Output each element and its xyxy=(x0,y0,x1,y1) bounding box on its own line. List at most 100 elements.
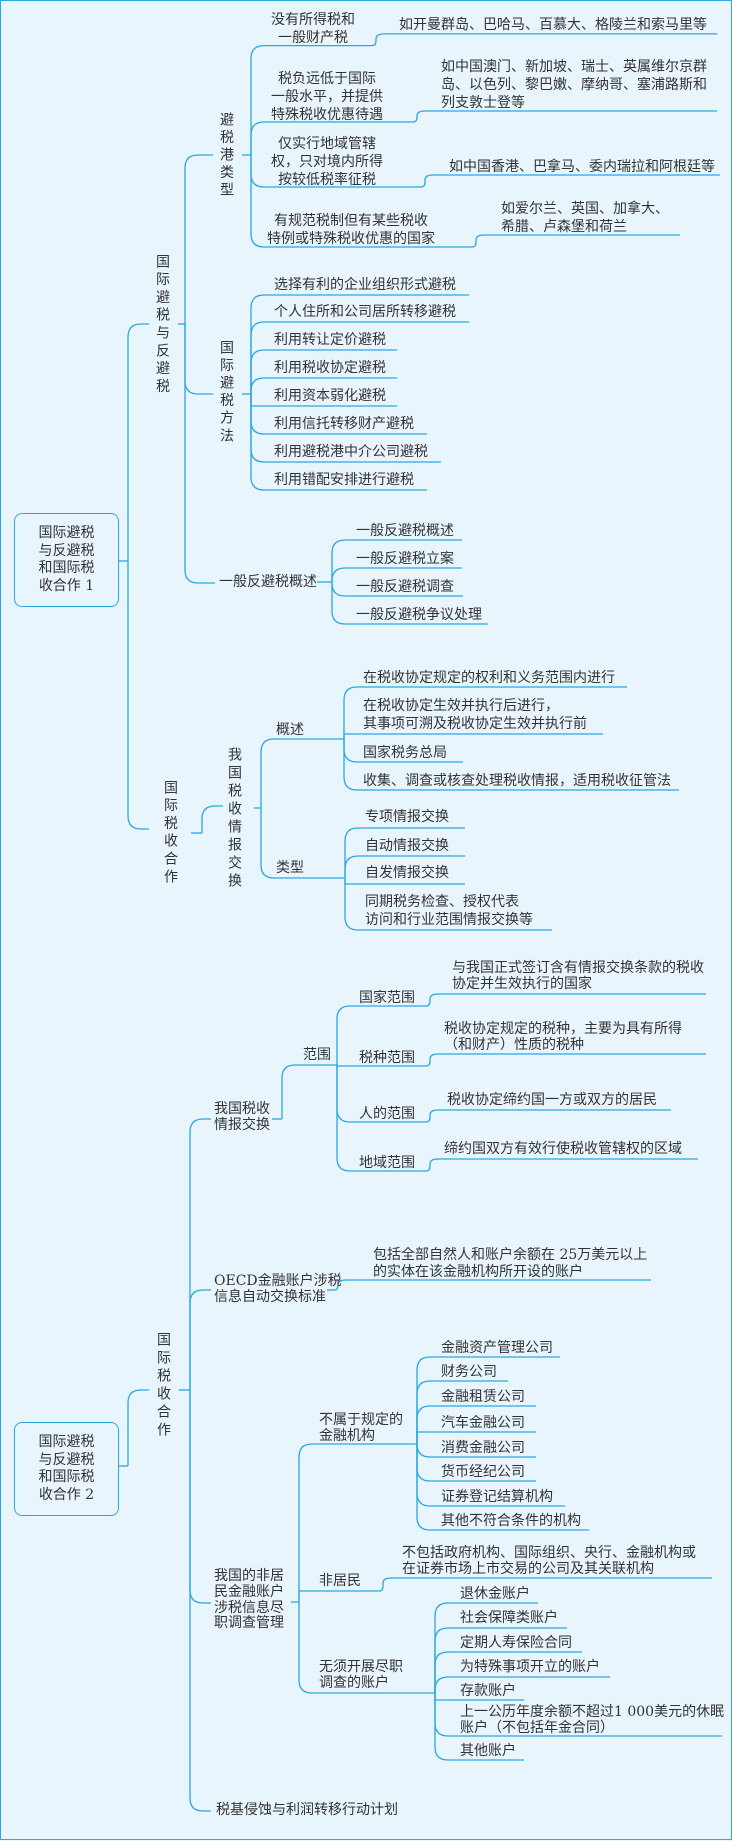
branch-line xyxy=(250,44,372,155)
excluded-institution-item: 消费金融公司 xyxy=(441,1439,525,1456)
branch-line xyxy=(127,323,149,561)
general-item: 一般反避税争议处理 xyxy=(356,606,482,623)
branch-intl-tax-coop-1: 国际税收合作 xyxy=(162,780,178,887)
branch-line xyxy=(425,1109,671,1123)
oecd-desc: 包括全部自然人和账户余额在 25万美元以上 的实体在该金融机构所开设的账户 xyxy=(373,1246,648,1280)
branch-line xyxy=(416,1356,560,1444)
branch-line xyxy=(298,1443,417,1602)
general-item: 一般反避税概述 xyxy=(356,522,454,539)
branch-line xyxy=(250,394,427,491)
excluded-institution-item: 其他不符合条件的机构 xyxy=(441,1512,581,1529)
branch-line xyxy=(127,561,149,830)
branch-line xyxy=(434,1651,582,1693)
branch-line xyxy=(189,1390,211,1604)
general-item: 一般反避税立案 xyxy=(356,550,454,567)
exempt-account-item: 上一公历年度余额不超过1 000美元的休眠 账户（不包括年金合同） xyxy=(460,1704,725,1736)
scope-name: 地域范围 xyxy=(359,1154,415,1171)
branch-line xyxy=(250,321,469,394)
branch-line xyxy=(371,33,717,47)
branch-line xyxy=(471,234,680,248)
exempt-accounts-label: 无须开展尽职 调查的账户 xyxy=(319,1659,403,1691)
branch-line xyxy=(281,1064,337,1119)
branch-line xyxy=(331,582,488,625)
branch-line xyxy=(434,1602,538,1693)
branch-line xyxy=(416,1431,536,1444)
scope-desc: 缔约国双方有效行使税收管辖权的区域 xyxy=(444,1140,682,1157)
branch-line xyxy=(343,686,627,739)
branch-line xyxy=(250,349,397,394)
branch-beps: 税基侵蚀与利润转移行动计划 xyxy=(216,1801,398,1818)
excluded-institution-item: 证券登记结算机构 xyxy=(441,1488,553,1505)
overview-label: 概述 xyxy=(276,721,304,738)
branch-line xyxy=(336,1065,426,1172)
branch-line xyxy=(331,567,462,582)
branch-line xyxy=(344,878,552,931)
branch-line xyxy=(434,1693,524,1761)
method-item: 利用错配安排进行避税 xyxy=(274,471,414,488)
method-item: 利用资本弱化避税 xyxy=(274,387,386,404)
branch-line xyxy=(250,121,413,155)
haven-type: 有规范税制但有某些税收 特例或特殊税收优惠的国家 xyxy=(267,213,435,247)
branch-general-anti-avoidance: 一般反避税概述 xyxy=(219,573,317,590)
scope-name: 人的范围 xyxy=(359,1105,415,1122)
exempt-account-item: 退休金账户 xyxy=(460,1586,530,1602)
branch-line xyxy=(434,1676,610,1693)
exchange-type-item: 同期税务检查、授权代表 访问和行业范围情报交换等 xyxy=(365,894,533,928)
branch-avoidance-methods: 国际避税方法 xyxy=(218,340,234,446)
branch-line xyxy=(336,1005,426,1065)
haven-examples: 如爱尔兰、英国、加拿大、 希腊、卢森堡和荷兰 xyxy=(501,201,669,235)
overview-item: 在税收协定生效并执行后进行， 其事项可溯及税收协定生效并执行前 xyxy=(363,698,587,732)
branch-line xyxy=(201,805,223,833)
excluded-institution-item: 货币经纪公司 xyxy=(441,1463,525,1480)
branch-line xyxy=(412,110,717,123)
haven-examples: 如开曼群岛、巴哈马、百慕大、格陵兰和索马里等 xyxy=(399,17,707,33)
branch-line xyxy=(344,827,465,878)
types-label: 类型 xyxy=(276,859,304,876)
scope-desc: 与我国正式签订含有情报交换条款的税收 协定并生效执行的国家 xyxy=(452,959,704,993)
scope-desc: 税收协定规定的税种，主要为具有所得 （和财产）性质的税种 xyxy=(444,1020,682,1054)
branch-line xyxy=(127,1389,149,1466)
general-item: 一般反避税调查 xyxy=(356,578,454,595)
root-node-1[interactable]: 国际避税 与反避税 和国际税 收合作 1 xyxy=(14,513,119,607)
branch-line xyxy=(250,155,472,248)
branch-line xyxy=(420,174,720,188)
haven-type: 仅实行地域管辖 权，只对境内所得 按较低税率征税 xyxy=(271,136,383,188)
overview-item: 在税收协定规定的权利和义务范围内进行 xyxy=(363,670,615,686)
scope-name: 国家范围 xyxy=(359,989,415,1006)
nonresident-desc: 不包括政府机构、国际组织、央行、金融机构或 在证券市场上市交易的公司及其关联机构 xyxy=(402,1545,696,1577)
branch-line xyxy=(250,294,469,394)
branch-line xyxy=(425,1158,698,1172)
method-item: 个人住所和公司居所转移避税 xyxy=(274,303,456,320)
root-node-2[interactable]: 国际避税 与反避税 和国际税 收合作 2 xyxy=(14,1422,119,1516)
branch-oecd-standard: OECD金融账户涉税 信息自动交换标准 xyxy=(214,1273,342,1305)
branch-line xyxy=(434,1627,567,1693)
exempt-account-item: 社会保障类账户 xyxy=(460,1610,558,1626)
branch-intl-tax-avoidance: 国际避税与反避税 xyxy=(154,254,170,397)
branch-line xyxy=(298,1590,379,1602)
excluded-institution-item: 金融租赁公司 xyxy=(441,1388,525,1405)
excluded-institution-item: 金融资产管理公司 xyxy=(441,1339,553,1356)
branch-line xyxy=(189,1118,211,1390)
method-item: 利用税收协定避税 xyxy=(274,359,386,376)
branch-line xyxy=(416,1444,589,1531)
branch-line xyxy=(343,739,679,791)
nonresident-label: 非居民 xyxy=(319,1572,361,1589)
branch-line xyxy=(425,993,706,1007)
branch-intl-tax-coop-2: 国际税收合作 xyxy=(155,1332,171,1440)
exempt-account-item: 其他账户 xyxy=(460,1743,516,1759)
branch-nonresident-due-diligence: 我国的非居 民金融账户 涉税信息尽 职调查管理 xyxy=(214,1568,284,1632)
branch-line xyxy=(331,539,462,582)
exempt-account-item: 定期人寿保险合同 xyxy=(460,1635,572,1651)
scope-desc: 税收协定缔约国一方或双方的居民 xyxy=(447,1091,657,1108)
branch-info-exchange-2: 我国税收 情报交换 xyxy=(214,1101,270,1133)
exchange-type-item: 自动情报交换 xyxy=(365,838,449,855)
exempt-account-item: 存款账户 xyxy=(460,1683,516,1699)
branch-tax-haven-types: 避税港类型 xyxy=(218,112,234,200)
scope-name: 税种范围 xyxy=(359,1049,415,1066)
branch-line xyxy=(189,1289,211,1390)
method-item: 选择有利的企业组织形式避税 xyxy=(274,276,456,293)
branch-line xyxy=(344,855,465,878)
branch-line xyxy=(298,1602,435,1694)
